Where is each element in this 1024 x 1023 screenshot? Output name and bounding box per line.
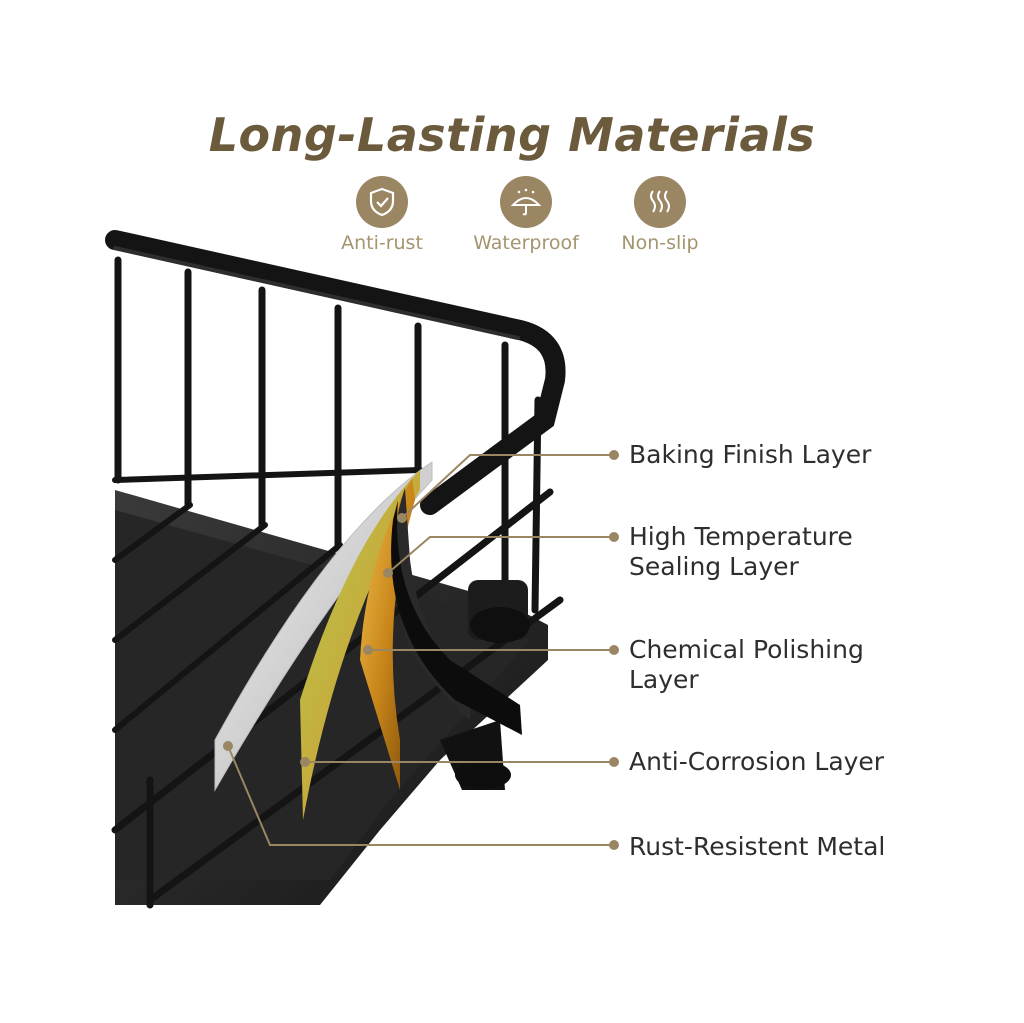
layer-label-baking-finish: Baking Finish Layer [629, 440, 871, 470]
page-title: Long-Lasting Materials [208, 108, 816, 162]
rack-hinge [468, 580, 530, 643]
layer-label-anti-corrosion: Anti-Corrosion Layer [629, 747, 884, 777]
rack-frame [105, 230, 566, 909]
layer-label-high-temperature-sealing: High Temperature Sealing Layer [629, 522, 853, 582]
layer-label-rust-resistent-metal: Rust-Resistent Metal [629, 832, 885, 862]
layer-label-line: Sealing Layer [629, 552, 799, 581]
feature-waterproof: Waterproof [456, 176, 596, 254]
layer-label-chemical-polishing: Chemical Polishing Layer [629, 635, 864, 695]
layer-label-line: Anti-Corrosion Layer [629, 747, 885, 776]
layer-label-line: Layer [629, 665, 699, 694]
callout-lines [227, 454, 614, 846]
layer-label-line: High Temperature [629, 522, 853, 551]
feature-label: Non-slip [621, 232, 699, 254]
layer-label-line: Rust-Resistent Metal [629, 832, 886, 861]
layer-label-line: Baking Finish Layer [629, 440, 872, 469]
feature-anti-rust: Anti-rust [312, 176, 452, 254]
callout-dots [223, 450, 619, 850]
wavy-lines-icon [634, 176, 686, 228]
shield-check-icon [356, 176, 408, 228]
feature-non-slip: Non-slip [590, 176, 730, 254]
layer-label-line: Chemical Polishing [629, 635, 864, 664]
umbrella-icon [500, 176, 552, 228]
material-layers [214, 461, 522, 820]
feature-label: Waterproof [473, 232, 579, 254]
feature-label: Anti-rust [341, 232, 423, 254]
